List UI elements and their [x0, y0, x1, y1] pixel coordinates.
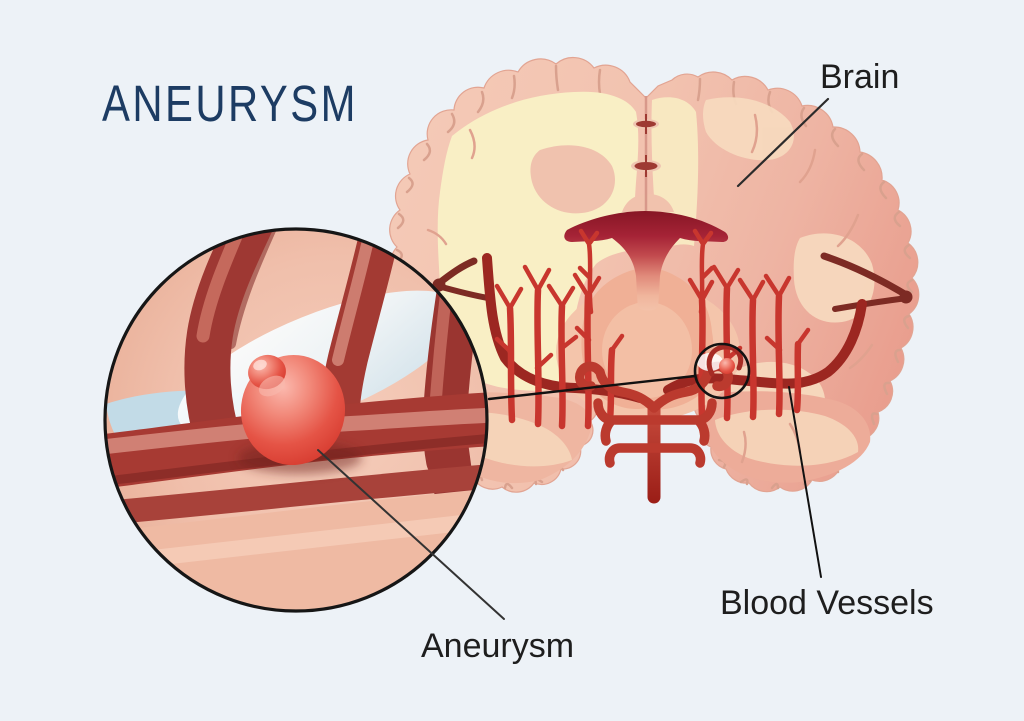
inset-connector-line: [487, 374, 697, 401]
vessel-tree-left: [494, 228, 625, 430]
site-vessel-knot: [706, 344, 744, 377]
blood-vessels-pointer-line: [788, 386, 822, 578]
midline-fissure: [631, 96, 661, 211]
magnifier-inset: [103, 227, 489, 613]
brain-pointer-line: [736, 97, 830, 188]
cingulate-patch: [530, 145, 615, 214]
mini-aneurysm: [719, 358, 735, 374]
paracentral-mound: [622, 194, 674, 212]
brain-label: Brain: [820, 58, 900, 96]
site-circle-outline: [693, 342, 751, 400]
brain-illustration: [389, 56, 920, 504]
aneurysm-label: Aneurysm: [421, 627, 575, 665]
sphere-specular: [258, 375, 286, 397]
sylvian-fissures: [432, 252, 913, 312]
page-title: ANEURYSM: [102, 75, 358, 132]
blood-vessels-label: Blood Vessels: [720, 584, 934, 622]
pointer-lines: [317, 97, 830, 620]
ventricles: [564, 211, 729, 311]
daughter-sac-specular: [253, 359, 267, 371]
aneurysm-site: [693, 342, 751, 400]
central-mass-highlight: [602, 302, 692, 398]
middle-cerebral-arteries: [482, 253, 867, 403]
inset-border: [103, 227, 489, 613]
aneurysm-pointer-line: [317, 449, 505, 620]
